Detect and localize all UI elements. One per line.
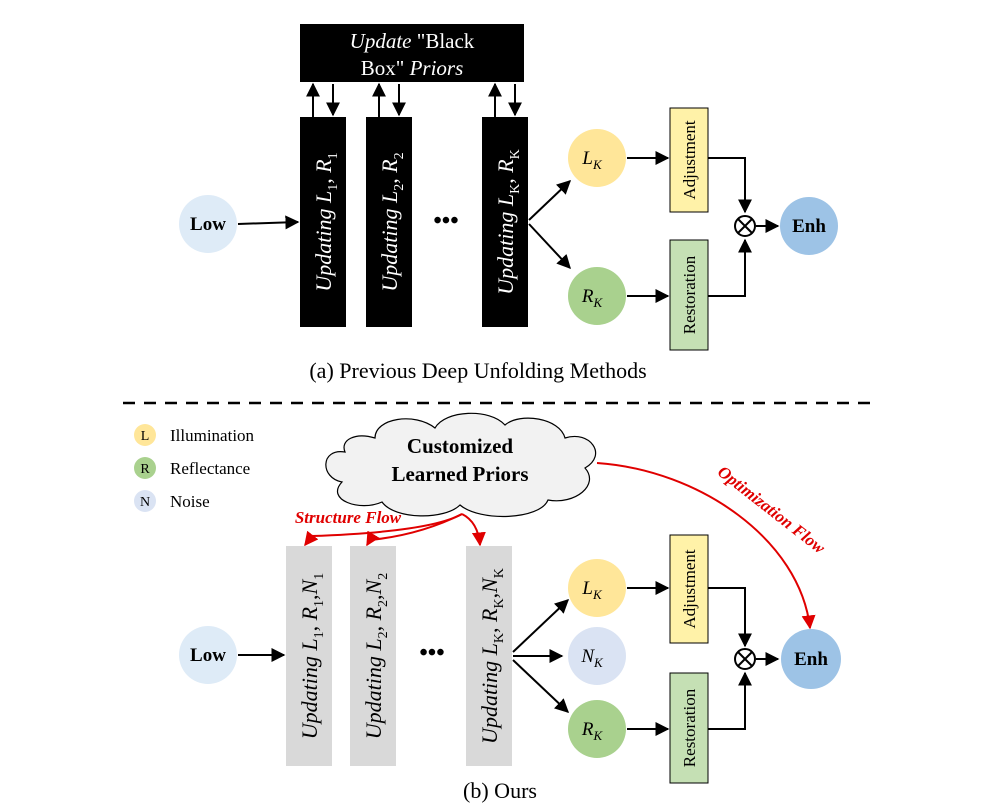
stage-to-lk-arrow-b	[512, 599, 570, 653]
enh-output-label-b: Enh	[794, 649, 828, 670]
stage-to-rk-arrow-b	[512, 659, 570, 713]
stage-2-block	[366, 117, 412, 327]
rk-label: RK	[581, 286, 604, 310]
stage-b-1-block	[286, 546, 332, 766]
multiply-operator-a	[734, 215, 756, 237]
cloud-line1: Customized	[407, 434, 513, 458]
enh-output-node-b	[781, 629, 841, 689]
stage-b-k-label: Updating LK, RK,NK	[477, 568, 507, 744]
structure-flow-label: Structure Flow	[295, 508, 402, 527]
stage-b-k-block	[466, 546, 512, 766]
adjustment-box-b	[669, 534, 709, 644]
legend-reflectance-label: Reflectance	[170, 459, 250, 478]
low-input-label: Low	[190, 214, 226, 235]
low-input-node	[179, 195, 237, 253]
black-box-priors-box	[300, 24, 524, 82]
stage-b-ellipsis: •••	[419, 640, 444, 666]
low-input-label-b: Low	[190, 645, 226, 666]
stage-to-rk-arrow	[528, 223, 571, 270]
nk-node-b	[568, 627, 626, 685]
stage-k-label: Updating LK, RK	[493, 149, 523, 295]
lk-label-b: LK	[581, 578, 603, 602]
legend-noise-label: Noise	[170, 492, 210, 511]
adjustment-to-multiply-arrow-b	[708, 587, 752, 648]
adjustment-label: Adjustment	[680, 120, 699, 200]
legend-noise-letter: N	[140, 495, 150, 510]
stage-b-2-block	[350, 546, 396, 766]
black-box-priors-line2: Box" Priors	[361, 56, 464, 80]
stage-1-block	[300, 117, 346, 327]
low-input-node-b	[179, 626, 237, 684]
structure-flow-arrows	[304, 513, 486, 547]
stage-to-lk-arrow	[528, 180, 572, 221]
restoration-label-b: Restoration	[680, 688, 699, 767]
low-to-stage-arrow	[237, 215, 300, 230]
stage-b-2-label: Updating L2, R2,N2	[361, 573, 391, 740]
restoration-box-b	[669, 672, 709, 784]
optimization-flow-arrow	[596, 462, 816, 630]
enh-output-label: Enh	[792, 216, 826, 237]
caption-a: (a) Previous Deep Unfolding Methods	[309, 358, 646, 383]
rk-label-b: RK	[581, 719, 604, 743]
adjustment-box	[669, 107, 709, 213]
nk-label-b: NK	[580, 646, 604, 670]
legend-noise-swatch	[134, 490, 156, 512]
panel-b: L Illumination R Reflectance N Noise Cus…	[134, 412, 841, 803]
adjustment-to-multiply-arrow	[708, 157, 752, 214]
legend-illumination-letter: L	[141, 429, 150, 444]
enh-output-node	[780, 197, 838, 255]
legend-illumination-swatch	[134, 424, 156, 446]
restoration-label: Restoration	[680, 255, 699, 334]
stage-2-label: Updating L2, R2	[377, 152, 407, 291]
restoration-to-multiply-arrow	[708, 238, 752, 297]
caption-b: (b) Ours	[463, 778, 537, 803]
restoration-box	[669, 239, 709, 351]
restoration-to-multiply-arrow-b	[708, 671, 752, 730]
legend-illumination-label: Illumination	[170, 426, 255, 445]
stage-k-block	[482, 117, 528, 327]
lk-label: LK	[581, 148, 603, 172]
stage-ellipsis: •••	[433, 208, 458, 234]
lk-node-b	[568, 559, 626, 617]
multiply-operator-b	[734, 648, 756, 670]
black-box-priors-line1: Update "Black	[350, 29, 475, 53]
stage-1-label: Updating L1, R1	[311, 152, 341, 291]
customized-learned-priors-cloud	[325, 412, 597, 518]
legend: L Illumination R Reflectance N Noise	[134, 424, 255, 512]
lk-node	[568, 129, 626, 187]
cloud-line2: Learned Priors	[391, 462, 528, 486]
prior-exchange-arrows	[306, 82, 522, 117]
legend-reflectance-letter: R	[140, 462, 150, 477]
panel-a: Update "Black Box" Priors Updating L1, R…	[179, 24, 838, 383]
adjustment-label-b: Adjustment	[680, 549, 699, 629]
legend-reflectance-swatch	[134, 457, 156, 479]
rk-node	[568, 267, 626, 325]
rk-node-b	[568, 700, 626, 758]
stage-b-1-label: Updating L1, R1,N1	[297, 573, 327, 740]
